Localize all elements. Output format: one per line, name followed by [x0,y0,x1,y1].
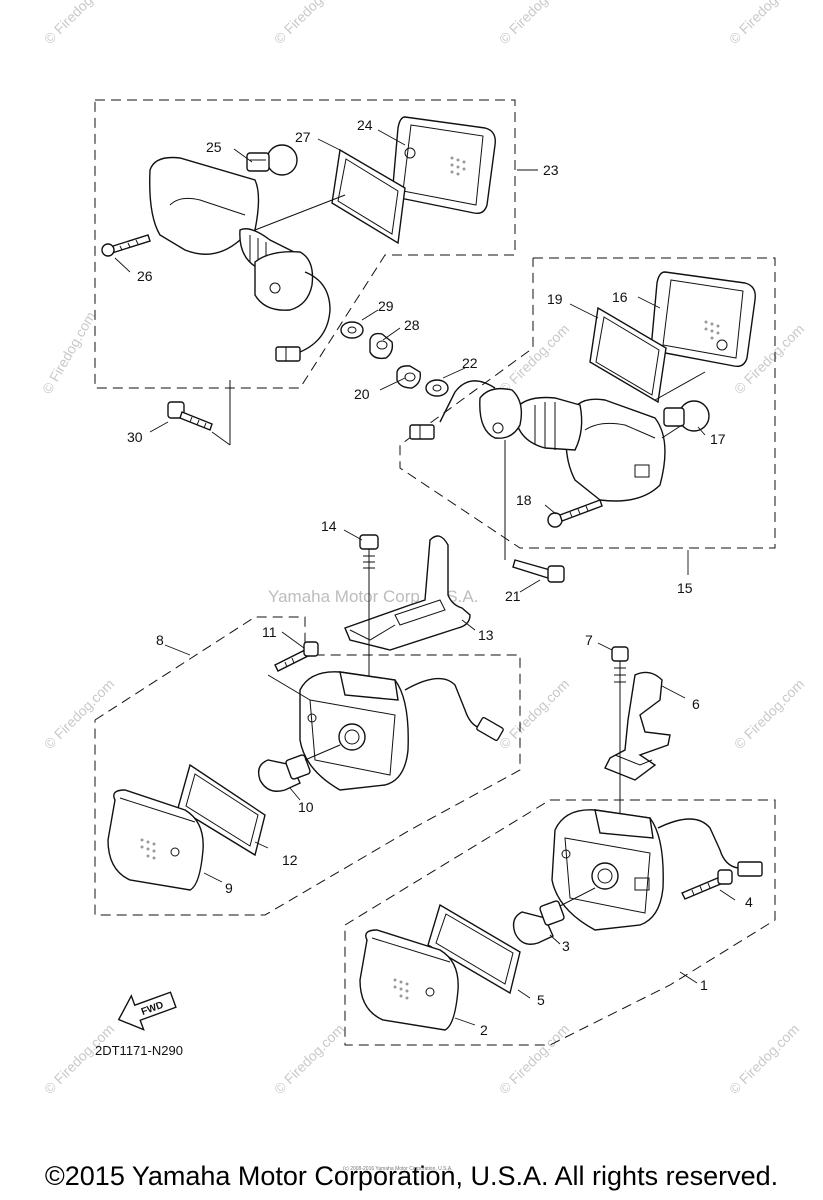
watermark-firedog: © Firedog.com [41,1021,117,1097]
callout-23: 23 [543,162,559,178]
callout-6: 6 [692,696,700,712]
callout-2: 2 [480,1022,488,1038]
watermark-firedog: © Firedog.com [496,321,572,397]
watermark-firedog: © Firedog.com [726,0,802,47]
callout-24: 24 [357,117,373,133]
watermark-firedog: © Firedog.com [496,1021,572,1097]
assembly-15-rear-right-flasher [399,257,776,560]
callout-14: 14 [321,518,337,534]
watermark-firedog: © Firedog.com [41,676,117,752]
callout-3: 3 [562,938,570,954]
watermark-firedog: © Firedog.com [39,309,99,397]
callout-19: 19 [547,291,563,307]
callout-26: 26 [137,268,153,284]
callout-29: 29 [378,298,394,314]
assembly-23-rear-left-flasher [94,99,516,445]
bracket-13-assembly [344,534,471,690]
watermark-firedog: © Firedog.com [271,1021,347,1097]
callout-1: 1 [700,977,708,993]
callout-16: 16 [612,289,628,305]
callout-12: 12 [282,852,298,868]
tiny-copyright: (c) 2008-2016 Yamaha Motor Corporation, … [343,1166,453,1172]
leader-lines [114,129,736,1026]
watermark-firedog: © Firedog.com [271,0,347,47]
callout-25: 25 [206,139,222,155]
callout-4: 4 [745,894,753,910]
callout-27: 27 [295,129,311,145]
callout-10: 10 [298,799,314,815]
callout-22: 22 [462,355,478,371]
callout-8: 8 [156,632,164,648]
callout-7: 7 [585,632,593,648]
bolt-30 [167,401,231,446]
callout-20: 20 [354,386,370,402]
watermark-firedog: © Firedog.com [496,676,572,752]
assembly-8-front-left-flasher [94,616,521,916]
callout-30: 30 [127,429,143,445]
watermark-firedog: © Firedog.com [731,676,807,752]
callout-5: 5 [537,992,545,1008]
callout-21: 21 [505,588,521,604]
callout-labels: 1 2 3 4 5 6 7 8 9 10 11 12 13 14 15 16 1… [127,117,753,1038]
fwd-arrow: FWD [117,991,177,1031]
callout-11: 11 [262,624,277,640]
reference-code: 2DT1171-N290 [95,1043,183,1058]
hardware-28-29 [340,321,394,360]
footer-copyright: ©2015 Yamaha Motor Corporation, U.S.A. A… [44,1161,779,1191]
watermark-firedog: © Firedog.com [726,1021,802,1097]
watermark-firedog: © Firedog.com [41,0,117,47]
watermark-firedog: © Firedog.com [496,0,572,47]
callout-15: 15 [677,580,693,596]
callout-28: 28 [404,317,420,333]
hardware-20-21-22 [396,365,565,583]
callout-17: 17 [710,431,726,447]
callout-13: 13 [478,627,494,643]
callout-9: 9 [225,880,233,896]
callout-18: 18 [516,492,532,508]
bracket-6-assembly [604,646,671,815]
assembly-1-front-right-flasher [344,799,776,1046]
